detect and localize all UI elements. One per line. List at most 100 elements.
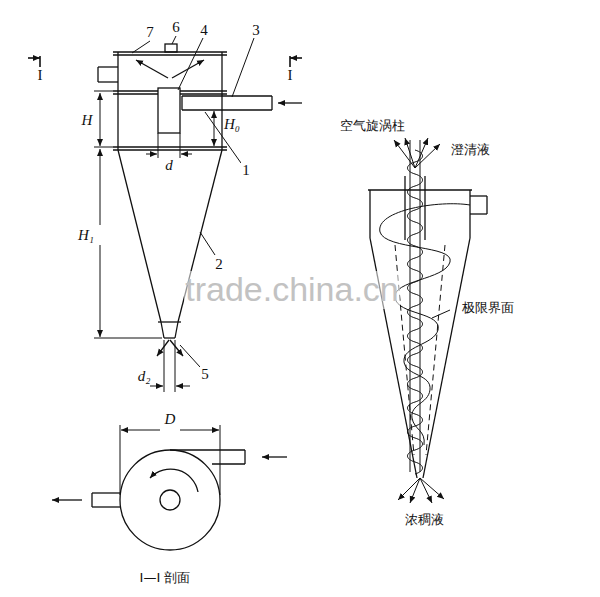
- left-elevation-part: [157, 340, 169, 356]
- left-elevation-part: [161, 322, 164, 338]
- right-flow-diagram-part: [410, 140, 411, 472]
- flow-label: 浓稠液: [404, 513, 445, 527]
- left-elevation-part: [97, 67, 98, 82]
- leader-lines-part: [180, 345, 200, 367]
- section-view-part: [244, 450, 245, 464]
- left-elevation-part: [98, 66, 118, 67]
- section-marks: [28, 56, 302, 80]
- watermark: trade.china.cn: [184, 271, 400, 308]
- dimension-lines-part: [100, 149, 101, 225]
- right-flow-diagram-part: [369, 190, 370, 238]
- section-view-part: [212, 463, 245, 464]
- right-flow-diagram-part: [426, 245, 445, 455]
- right-flow-diagram-part: [398, 478, 420, 500]
- leader-lines-part: [132, 41, 150, 53]
- section-mark: I: [287, 67, 294, 84]
- flow-label: 澄清液: [450, 143, 491, 157]
- left-elevation-part: [170, 340, 183, 356]
- section-view-part: [91, 493, 92, 507]
- right-flow-diagram-part: [415, 138, 428, 168]
- dimension-lines-part: [181, 154, 192, 155]
- right-flow-diagram-part: [470, 213, 487, 214]
- left-elevation: [98, 44, 302, 356]
- callout-number: 3: [251, 22, 261, 39]
- dimension-lines-part: [100, 93, 101, 119]
- right-flow-diagram-part: [415, 144, 440, 168]
- section-view: [52, 425, 287, 550]
- dimension-label: H₀: [223, 116, 241, 133]
- left-elevation-part: [164, 337, 175, 338]
- right-flow-diagram-part: [432, 310, 450, 318]
- section-view-part: [121, 430, 160, 431]
- left-elevation-part: [182, 109, 272, 110]
- callout-number: 4: [199, 22, 209, 39]
- section-view-part: [170, 449, 245, 450]
- section-view-part: [92, 492, 121, 493]
- left-elevation-part: [113, 149, 227, 150]
- callout-number: 5: [200, 366, 210, 383]
- left-elevation-part: [182, 95, 272, 96]
- section-view-part: [150, 469, 198, 492]
- dimension-lines-part: [214, 128, 215, 146]
- right-flow-diagram-part: [410, 478, 420, 503]
- right-flow-diagram-part: [380, 204, 470, 445]
- right-flow-diagram-part: [420, 140, 421, 472]
- dimension-lines-part: [94, 91, 113, 92]
- right-flow-diagram-part: [420, 478, 432, 503]
- section-view-part: [92, 506, 121, 507]
- left-elevation-part: [181, 96, 182, 110]
- callout-number: 2: [214, 256, 224, 273]
- section-caption: I—I 剖面: [139, 571, 192, 585]
- left-elevation-part: [113, 146, 227, 147]
- section-view-part: [180, 430, 219, 431]
- dimension-label: d₂: [137, 368, 152, 385]
- right-flow-diagram-part: [486, 196, 487, 214]
- left-elevation-part: [165, 44, 177, 52]
- leader-lines-part: [205, 112, 241, 163]
- leader-lines-part: [178, 38, 203, 90]
- right-flow-diagram-part: [470, 195, 487, 196]
- dimension-lines-part: [164, 340, 165, 392]
- flow-label: 极限界面: [461, 301, 515, 315]
- dimension-lines-part: [175, 340, 176, 392]
- callout-number: 6: [171, 19, 181, 36]
- left-elevation-part: [271, 96, 272, 110]
- section-marks-part: [290, 57, 302, 59]
- section-view-part: [120, 425, 121, 495]
- dimension-lines-part: [176, 386, 190, 387]
- right-flow-diagram: [368, 138, 487, 503]
- callout-number: 7: [145, 24, 155, 41]
- dimension-lines-part: [158, 133, 159, 158]
- right-flow-diagram-part: [424, 176, 425, 240]
- left-elevation-part: [98, 81, 118, 82]
- dimension-lines-part: [150, 386, 163, 387]
- right-flow-diagram-part: [420, 478, 444, 499]
- dimension-label: H₁: [77, 227, 95, 244]
- section-view-part: [262, 456, 287, 457]
- flow-label: 空气旋涡柱: [339, 119, 406, 133]
- callout-number: 1: [241, 162, 251, 179]
- dimension-lines: [94, 91, 214, 392]
- section-mark: I: [37, 67, 44, 84]
- dimension-lines-part: [180, 133, 181, 158]
- leader-lines-part: [232, 38, 254, 97]
- dimension-lines-part: [100, 245, 101, 337]
- section-view-part: [120, 450, 220, 550]
- section-view-part: [220, 425, 221, 495]
- section-view-part: [52, 499, 82, 500]
- left-elevation-part: [158, 88, 180, 133]
- left-elevation-part: [175, 322, 178, 338]
- left-elevation-part: [113, 54, 227, 55]
- dimension-lines-part: [94, 338, 162, 339]
- leader-lines-part: [200, 232, 215, 255]
- right-flow-diagram-part: [404, 176, 405, 240]
- dimension-lines-part: [146, 154, 157, 155]
- dimension-lines-part: [100, 119, 101, 146]
- dimension-label: d: [164, 157, 174, 174]
- leader-lines: [132, 36, 254, 367]
- leader-lines-part: [172, 36, 176, 44]
- dimension-lines-part: [94, 147, 113, 148]
- dimension-label: D: [164, 411, 177, 428]
- left-elevation-part: [118, 150, 161, 322]
